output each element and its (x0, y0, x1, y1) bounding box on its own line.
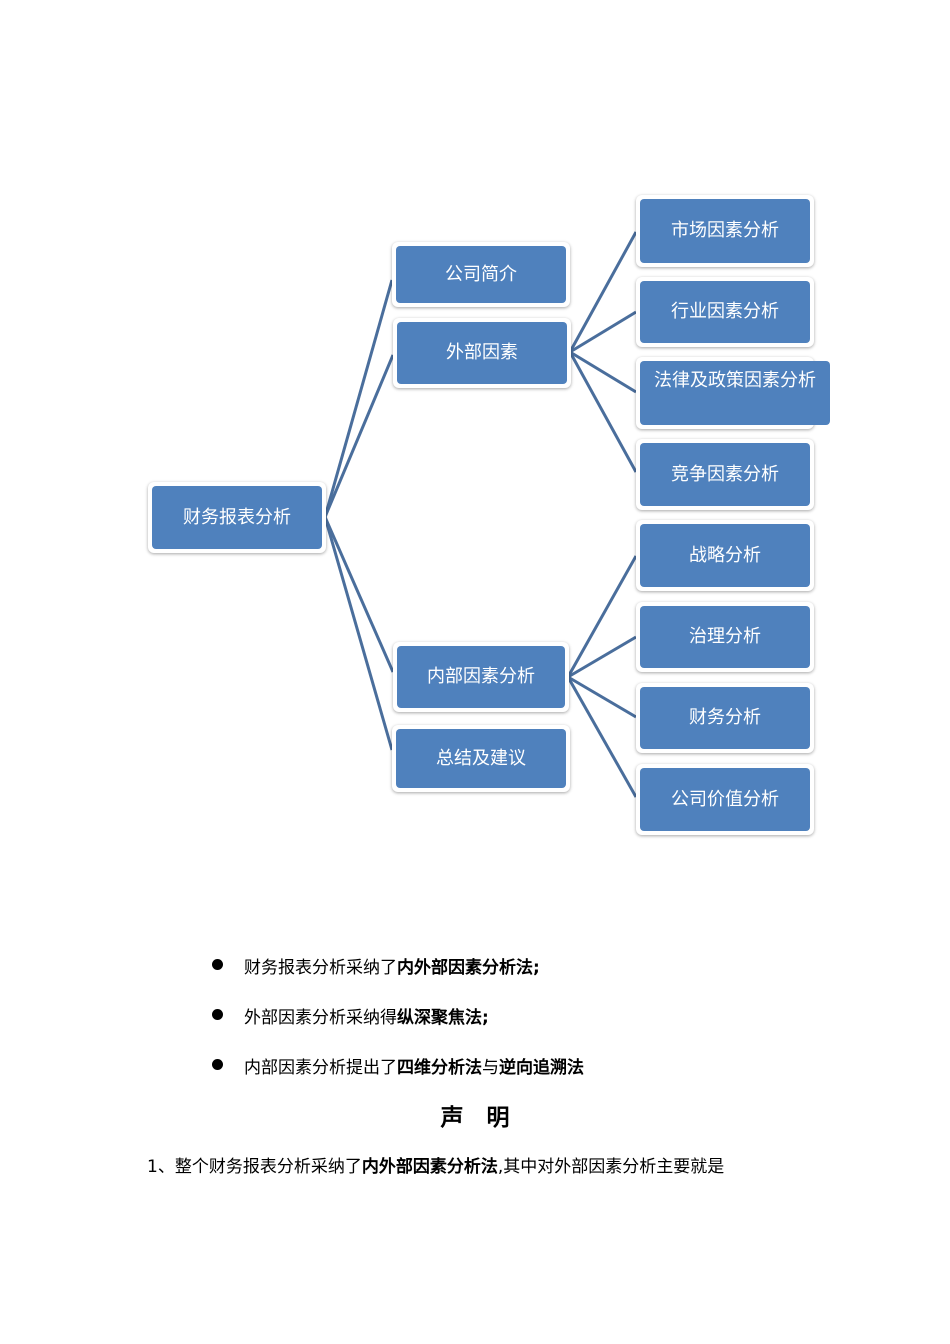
node-company-value: 公司价值分析 (636, 764, 814, 835)
node-finance: 财务分析 (636, 683, 814, 753)
connector (323, 516, 395, 673)
bullet-icon (212, 1059, 223, 1070)
bullet-icon (212, 959, 223, 970)
node-law-policy: 法律及政策因素分析 (636, 357, 830, 429)
connector (569, 350, 637, 394)
connector (323, 279, 394, 518)
node-internal-factors: 内部因素分析 (393, 642, 569, 712)
connector (566, 676, 638, 798)
body-paragraph: 1、整个财务报表分析采纳了内外部因素分析法,其中对外部因素分析主要就是 (147, 1157, 725, 1177)
connector (566, 555, 638, 678)
node-root: 财务报表分析 (148, 482, 326, 553)
node-competition: 竞争因素分析 (636, 439, 814, 510)
connector (567, 635, 637, 679)
section-heading: 声 明 (440, 1105, 510, 1131)
node-industry: 行业因素分析 (636, 277, 814, 347)
connector (567, 675, 637, 719)
connector (569, 310, 637, 354)
connector (323, 354, 395, 518)
connector (323, 516, 394, 751)
node-external-factors: 外部因素 (393, 318, 571, 388)
connector (568, 231, 638, 353)
connector (568, 351, 638, 473)
node-summary: 总结及建议 (392, 725, 570, 792)
node-governance: 治理分析 (636, 602, 814, 672)
node-market: 市场因素分析 (636, 195, 814, 267)
node-company-intro: 公司简介 (392, 242, 570, 307)
bullet-icon (212, 1009, 223, 1020)
node-strategy: 战略分析 (636, 520, 814, 591)
